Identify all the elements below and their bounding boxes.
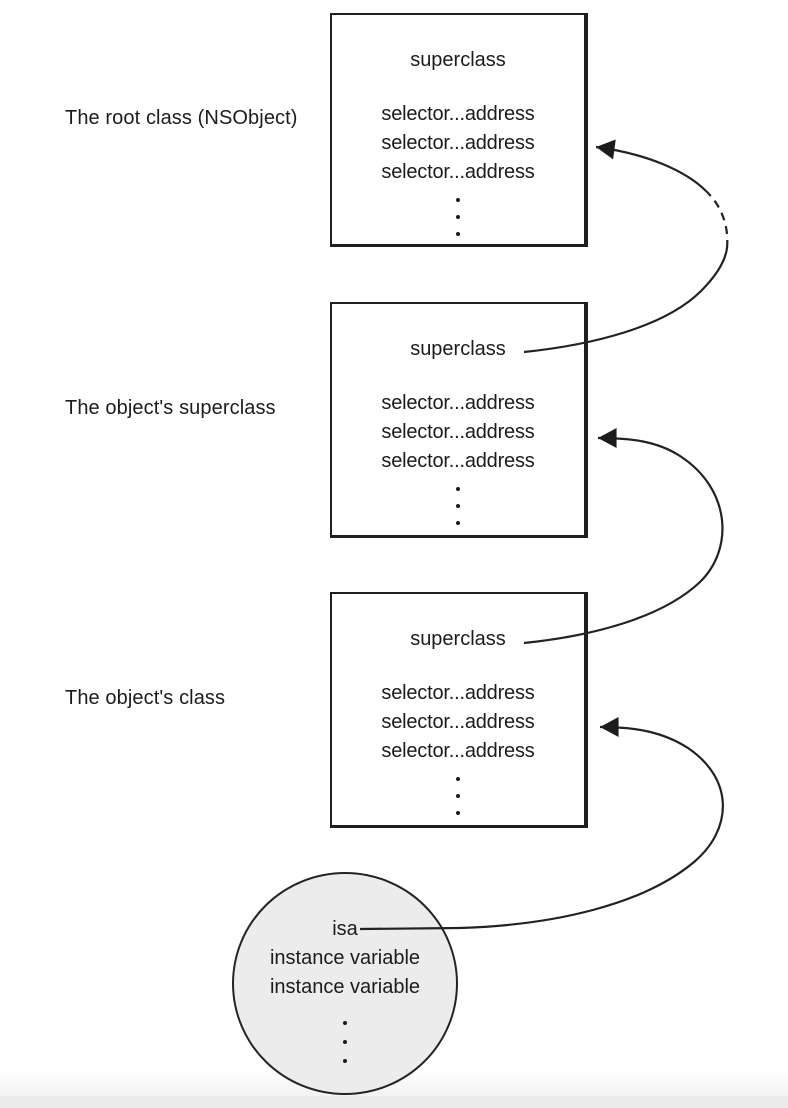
root-class-label: The root class (NSObject) [65, 107, 298, 129]
selector-row: selector...address [381, 450, 535, 472]
instance-variable-row: instance variable [269, 947, 421, 969]
dot [343, 1021, 347, 1025]
arrow-superclass-to-root-head [595, 139, 707, 192]
object-superclass-label: The object's superclass [65, 397, 276, 419]
dot [456, 777, 460, 781]
dot [456, 215, 460, 219]
class-box-class: superclass selector...address selector..… [330, 592, 588, 828]
selector-row: selector...address [381, 161, 535, 183]
dot [456, 521, 460, 525]
dot [456, 232, 460, 236]
superclass-field: superclass [410, 338, 506, 360]
class-box-superclass: superclass selector...address selector..… [330, 302, 588, 538]
selector-table: selector...address selector...address se… [332, 389, 584, 476]
selector-row: selector...address [381, 132, 535, 154]
ellipsis-dots [234, 1021, 456, 1063]
selector-row: selector...address [381, 392, 535, 414]
isa-field: isa [332, 918, 358, 940]
selector-row: selector...address [381, 103, 535, 125]
dot [343, 1040, 347, 1044]
dot [456, 504, 460, 508]
object-instance-circle: isa instance variable instance variable [232, 872, 458, 1095]
dot [456, 487, 460, 491]
ellipsis-dots [332, 777, 584, 815]
class-box-root: superclass selector...address selector..… [330, 13, 588, 247]
object-class-label: The object's class [65, 687, 226, 709]
selector-row: selector...address [381, 682, 535, 704]
arrow-superclass-to-root-dashed [705, 190, 729, 249]
dot [456, 811, 460, 815]
background-band-dark [0, 1096, 788, 1108]
dot [456, 794, 460, 798]
instance-variable-row: instance variable [269, 976, 421, 998]
dot [456, 198, 460, 202]
dot [343, 1059, 347, 1063]
superclass-field: superclass [410, 49, 506, 71]
ellipsis-dots [332, 487, 584, 525]
instance-variable-rows: instance variable instance variable [234, 944, 456, 1002]
selector-row: selector...address [381, 421, 535, 443]
selector-table: selector...address selector...address se… [332, 679, 584, 766]
selector-table: selector...address selector...address se… [332, 100, 584, 187]
selector-row: selector...address [381, 711, 535, 733]
superclass-field: superclass [410, 628, 506, 650]
ellipsis-dots [332, 198, 584, 236]
selector-row: selector...address [381, 740, 535, 762]
